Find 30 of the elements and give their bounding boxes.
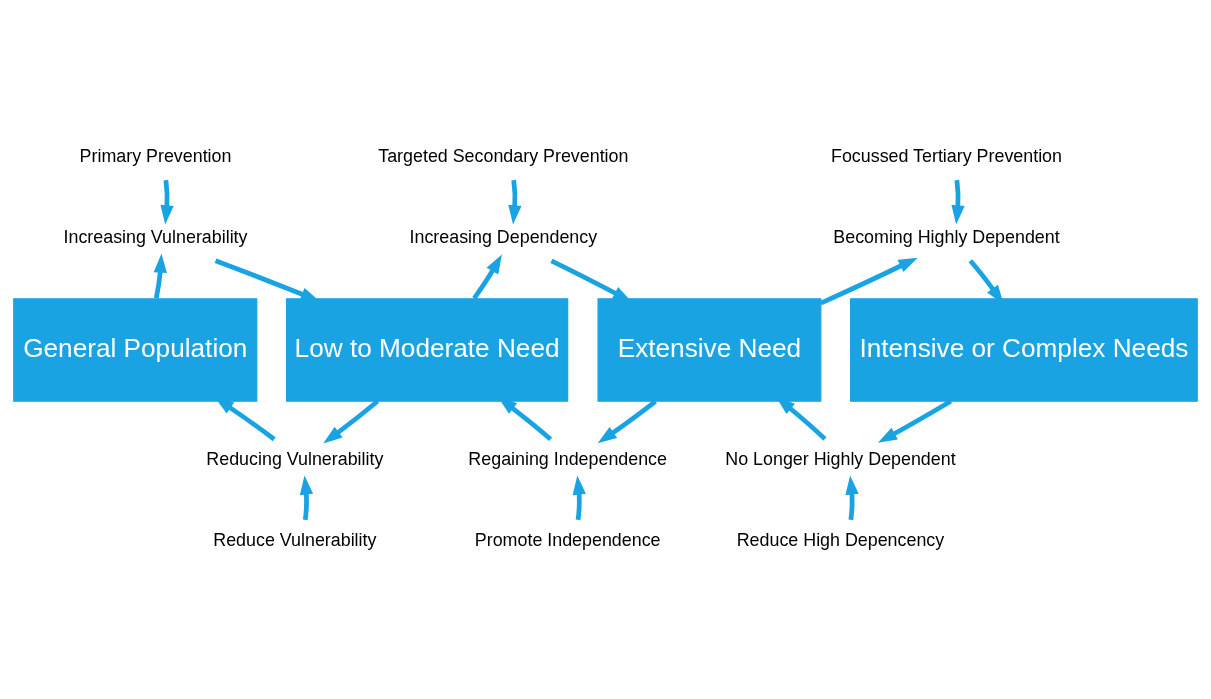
node-text: Primary Prevention	[79, 145, 232, 166]
arrow	[572, 474, 586, 520]
node-text: Regaining Independence	[468, 448, 667, 469]
node-box: Low to Moderate Need	[285, 297, 569, 402]
node-text: No Longer Highly Dependent	[725, 448, 956, 469]
node-text: Promote Independence	[474, 529, 661, 550]
arrow	[877, 398, 952, 443]
arrow	[323, 398, 380, 444]
node-text: Targeted Secondary Prevention	[378, 145, 629, 166]
arrow	[160, 179, 174, 224]
arrow	[214, 257, 320, 301]
node-text: Reduce Vulnerability	[213, 529, 377, 550]
arrow	[845, 474, 859, 520]
arrow	[550, 258, 632, 302]
arrow	[472, 254, 502, 300]
node-box: Extensive Need	[597, 297, 822, 402]
node-box: General Population	[13, 297, 258, 402]
node-text: Reduce High Depencency	[736, 529, 945, 550]
node-text: Reducing Vulnerability	[206, 448, 384, 469]
arrow	[951, 179, 965, 224]
node-text: Focussed Tertiary Prevention	[831, 145, 1062, 166]
node-text: Becoming Highly Dependent	[833, 226, 1060, 247]
arrow	[508, 179, 522, 224]
arrow	[597, 398, 657, 443]
node-text: Increasing Dependency	[409, 226, 598, 247]
arrow	[819, 257, 918, 305]
arrow	[153, 253, 167, 299]
node-text: Increasing Vulnerability	[63, 226, 248, 247]
arrow	[299, 474, 314, 520]
node-box: Intensive or Complex Needs	[850, 297, 1198, 402]
